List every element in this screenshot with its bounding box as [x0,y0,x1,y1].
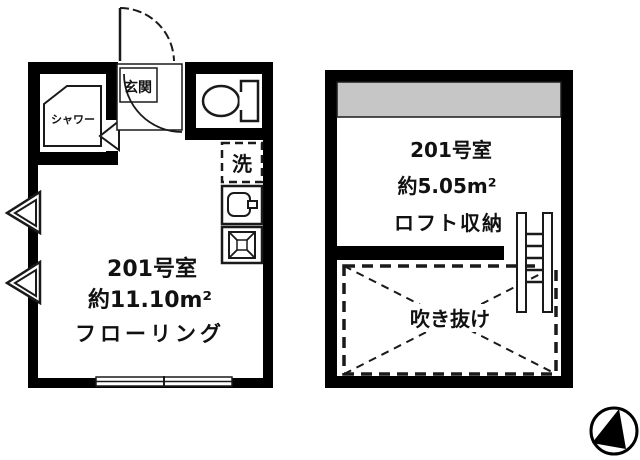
window-icon [95,376,233,387]
floor-plan-left: シャワー 玄関 洗 [4,7,273,388]
casement-window-icon-top [4,189,42,236]
void-outline [342,264,558,376]
loft-room-label: 201号室 [410,138,492,162]
toilet-room [185,62,273,140]
loft-interior-wall [337,246,504,260]
exterior-door-arc-icon [119,7,175,62]
ladder-icon [516,212,553,313]
entrance-area: 玄関 [116,7,183,133]
entrance-label: 玄関 [124,79,152,96]
void-label-bg [386,304,514,332]
shower-tray [43,85,102,147]
casement-window-icon-bottom [4,259,42,306]
stove-unit [220,225,264,265]
void-label: 吹き抜け [410,307,490,331]
stove-icon [228,231,256,259]
sink-icon [227,192,258,217]
shower-room: シャワー [28,62,120,165]
laundry-space: 洗 [220,141,264,184]
interior-door-arc-icon [123,73,183,133]
toilet-icon [201,79,260,123]
north-arrow-icon [589,406,639,456]
shower-label: シャワー [51,113,95,126]
left-floor-label: フローリング [75,322,225,346]
shower-door-icon [98,118,120,152]
loft-storage-label: ロフト収納 [394,211,504,235]
loft-band [336,81,562,118]
floor-plan-right: 201号室 約5.05m² ロフト収納 吹き抜け [325,70,573,388]
left-room-label: 201号室 [107,256,197,282]
entrance-step [119,67,158,103]
sink-unit [220,184,264,226]
loft-area-label: 約5.05m² [398,174,497,198]
laundry-label: 洗 [232,152,252,176]
left-area-label: 約11.10m² [88,287,212,313]
